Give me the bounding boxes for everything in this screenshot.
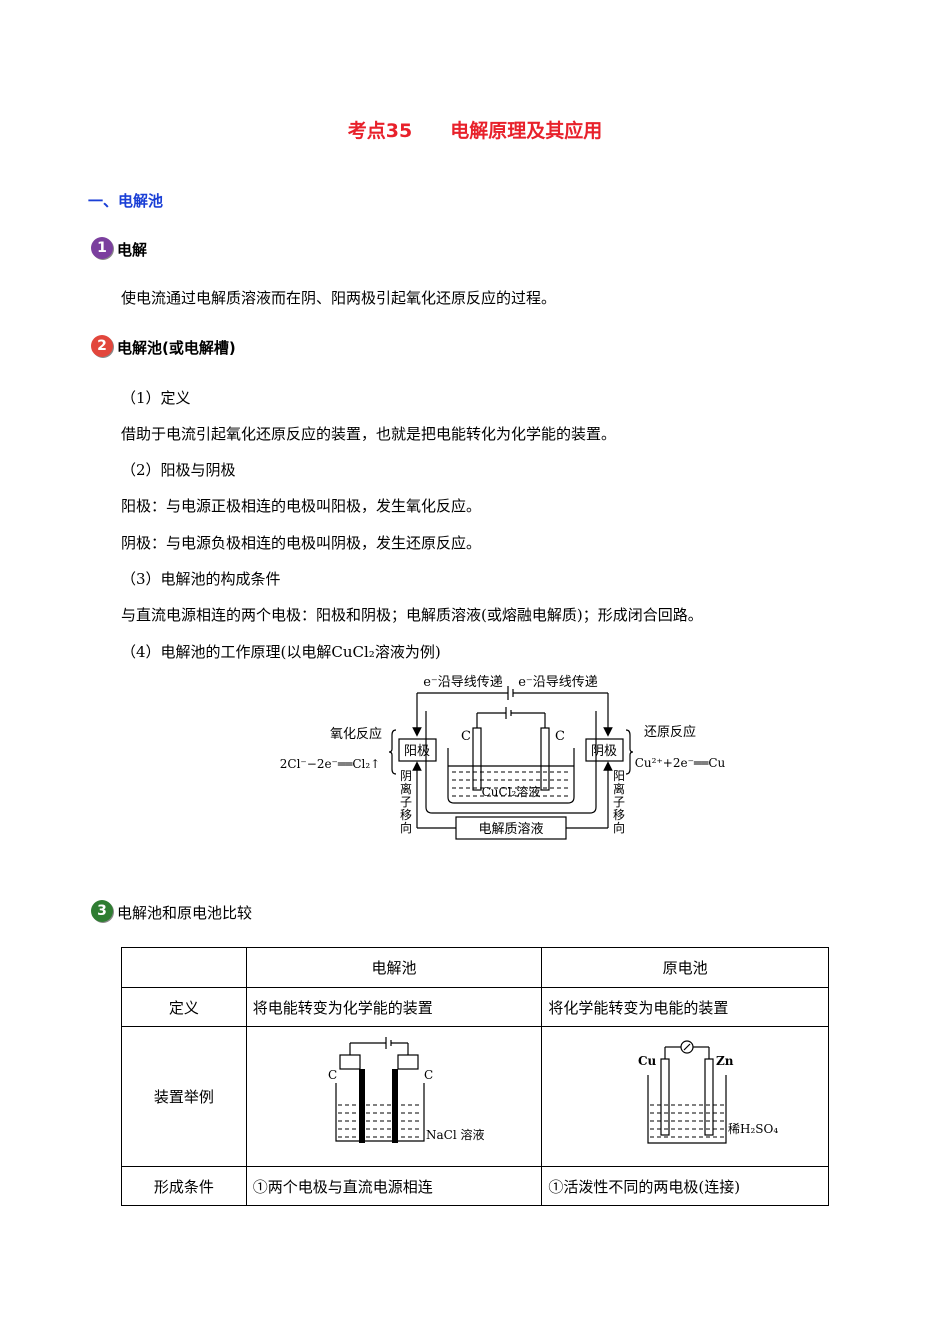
cation-move-char: 阳: [613, 769, 625, 783]
subheading-conditions: （3）电解池的构成条件: [121, 570, 281, 588]
solution-label: CuCl₂溶液: [482, 784, 541, 799]
number-badge-3: 3: [91, 900, 113, 922]
electrolytic-cell-image: C C NaCl 溶液: [328, 1036, 485, 1143]
title-sub: 电解原理及其应用: [450, 120, 603, 142]
item1-text: 使电流通过电解质溶液而在阴、阳两极引起氧化还原反应的过程。: [121, 289, 557, 307]
table-cell: ①活泼性不同的两电极(连接): [541, 1166, 829, 1206]
electrolyte-label: 电解质溶液: [478, 822, 543, 837]
anion-move-char: 阴: [400, 769, 412, 783]
oxidation-label: 氧化反应: [330, 726, 382, 742]
table-row: 装置举例: [121, 1026, 829, 1167]
anode-equation: 2Cl⁻−2e⁻══Cl₂↑: [280, 757, 380, 771]
item3-title: 电解池和原电池比较: [117, 904, 253, 922]
table-cell: Cu Zn 稀H₂SO₄: [541, 1026, 829, 1167]
row-label-conditions: 形成条件: [121, 1166, 247, 1206]
comparison-table: 电解池 原电池 定义 将电能转变为化学能的装置 将化学能转变为电能的装置 装置举…: [121, 947, 829, 1206]
wire-label-right: e⁻沿导线传递: [518, 675, 598, 690]
anode-label: 阳极: [404, 744, 430, 759]
reduction-label: 还原反应: [644, 724, 696, 740]
subheading-electrodes: （2）阳极与阴极: [121, 461, 236, 479]
definition-text: 借助于电流引起氧化还原反应的装置，也就是把电能转化为化学能的装置。: [121, 425, 617, 443]
anode-text: 阳极：与电源正极相连的电极叫阳极，发生氧化反应。: [121, 497, 482, 515]
item1-title: 电解: [117, 241, 148, 259]
subheading-principle: （4）电解池的工作原理(以电解CuCl₂溶液为例): [121, 643, 441, 661]
number-badge-1: 1: [91, 237, 113, 259]
table-cell: 将化学能转变为电能的装置: [541, 987, 829, 1027]
electrode-c-right: C: [555, 729, 565, 744]
galvanic-cell-image: Cu Zn 稀H₂SO₄: [638, 1039, 779, 1144]
table-cell: 将电能转变为化学能的装置: [245, 987, 543, 1027]
electrode-c-left: C: [461, 729, 471, 744]
table-header-galvanic: 原电池: [541, 947, 829, 988]
table-row: 定义 将电能转变为化学能的装置 将化学能转变为电能的装置: [121, 987, 829, 1027]
table-row: 形成条件 ①两个电极与直流电源相连 ①活泼性不同的两电极(连接): [121, 1166, 829, 1206]
img-b-cu: Cu: [638, 1054, 657, 1068]
img-a-c-left: C: [328, 1068, 337, 1082]
title-main: 考点35: [347, 120, 413, 142]
cation-move-char: 移: [613, 808, 625, 822]
table-row: 电解池 原电池: [121, 947, 829, 988]
electrolysis-principle-diagram: e⁻沿导线传递 e⁻沿导线传递 氧化反应 还原反应 阳极 阴极 2Cl⁻−2e⁻…: [280, 675, 726, 840]
cation-move-char: 向: [613, 820, 625, 835]
table-header-electrolytic: 电解池: [245, 947, 543, 988]
img-a-c-right: C: [424, 1068, 433, 1082]
row-label-device: 装置举例: [121, 1026, 247, 1167]
anion-move-char: 离: [400, 781, 412, 796]
cathode-text: 阴极：与电源负极相连的电极叫阴极，发生还原反应。: [121, 534, 482, 552]
section-heading: 一、电解池: [88, 192, 164, 210]
cation-move-char: 离: [613, 781, 625, 796]
table-cell: ①两个电极与直流电源相连: [245, 1166, 543, 1206]
anion-move-char: 子: [400, 795, 412, 809]
cation-move-char: 子: [613, 795, 625, 809]
conditions-text: 与直流电源相连的两个电极：阳极和阴极；电解质溶液(或熔融电解质)；形成闭合回路。: [121, 606, 703, 624]
cathode-label: 阴极: [591, 744, 617, 759]
page-title: 考点35 电解原理及其应用: [0, 116, 950, 143]
row-label-definition: 定义: [121, 987, 247, 1027]
table-cell: [121, 947, 247, 988]
img-b-zn: Zn: [716, 1054, 734, 1068]
subheading-definition: （1）定义: [121, 389, 191, 407]
img-a-solution: NaCl 溶液: [426, 1127, 485, 1142]
item2-title: 电解池(或电解槽): [117, 339, 236, 357]
table-cell: C C NaCl 溶液: [245, 1026, 543, 1167]
anion-move-char: 向: [400, 820, 412, 835]
cathode-equation: Cu²⁺+2e⁻══Cu: [635, 756, 726, 770]
img-b-solution: 稀H₂SO₄: [728, 1122, 778, 1136]
number-badge-2: 2: [91, 335, 113, 357]
wire-label-left: e⁻沿导线传递: [423, 675, 503, 690]
anion-move-char: 移: [400, 808, 412, 822]
